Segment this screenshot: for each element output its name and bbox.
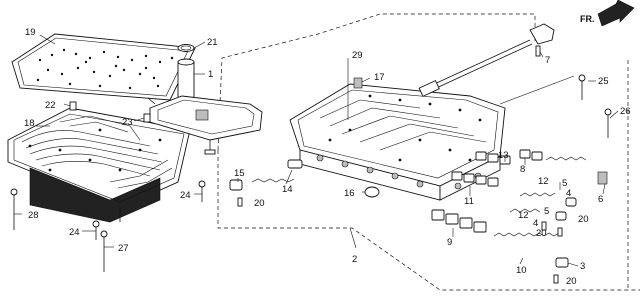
callout-9: 9	[447, 237, 452, 248]
callout-4-lower: 4	[533, 218, 538, 229]
callout-2: 2	[352, 254, 357, 265]
callout-20-bottom: 20	[566, 276, 577, 287]
callout-5-lower: 5	[544, 206, 549, 217]
callout-20-left: 20	[254, 198, 265, 209]
lower-valve-body	[7, 107, 191, 223]
callout-22: 22	[45, 100, 56, 111]
callout-25: 25	[598, 76, 609, 87]
callout-20-right: 20	[578, 214, 589, 225]
assembly-boundary	[217, 13, 640, 291]
callout-17: 17	[374, 72, 385, 83]
valves-and-springs	[10, 23, 612, 284]
separator-plate	[11, 33, 196, 101]
callout-28: 28	[28, 210, 39, 221]
front-direction-arrow: FR.	[580, 0, 635, 27]
callout-13: 13	[498, 150, 509, 161]
upper-valve-body	[289, 39, 533, 201]
callout-29: 29	[352, 50, 363, 61]
callout-24-lower: 24	[69, 227, 80, 238]
callout-15: 15	[234, 168, 245, 179]
callout-21: 21	[207, 37, 218, 48]
callout-5-upper: 5	[562, 178, 567, 189]
callout-3: 3	[580, 261, 585, 272]
callout-19: 19	[25, 27, 36, 38]
callout-12-upper: 12	[538, 176, 549, 187]
callout-24-upper: 24	[180, 190, 191, 201]
leader-lines	[14, 34, 619, 267]
callout-23: 23	[122, 117, 133, 128]
callout-8: 8	[520, 164, 525, 175]
callout-26: 26	[620, 106, 631, 117]
callout-14: 14	[282, 184, 293, 195]
front-direction-label: FR.	[580, 14, 595, 24]
callout-20-mid: 20	[536, 228, 547, 239]
callout-6: 6	[598, 194, 603, 205]
callout-labels: 19 21 1 22 23 18 28 24 27 24 29 17 25 26…	[24, 27, 631, 287]
callout-1: 1	[208, 69, 213, 80]
callout-27: 27	[118, 243, 129, 254]
callout-4-upper: 4	[566, 188, 571, 199]
callout-11: 11	[464, 196, 474, 207]
oil-strainer	[147, 44, 263, 155]
callout-10: 10	[516, 265, 527, 276]
callout-12-lower: 12	[518, 210, 529, 221]
callout-16: 16	[344, 188, 355, 199]
callout-18: 18	[24, 118, 35, 129]
callout-7: 7	[545, 55, 550, 66]
